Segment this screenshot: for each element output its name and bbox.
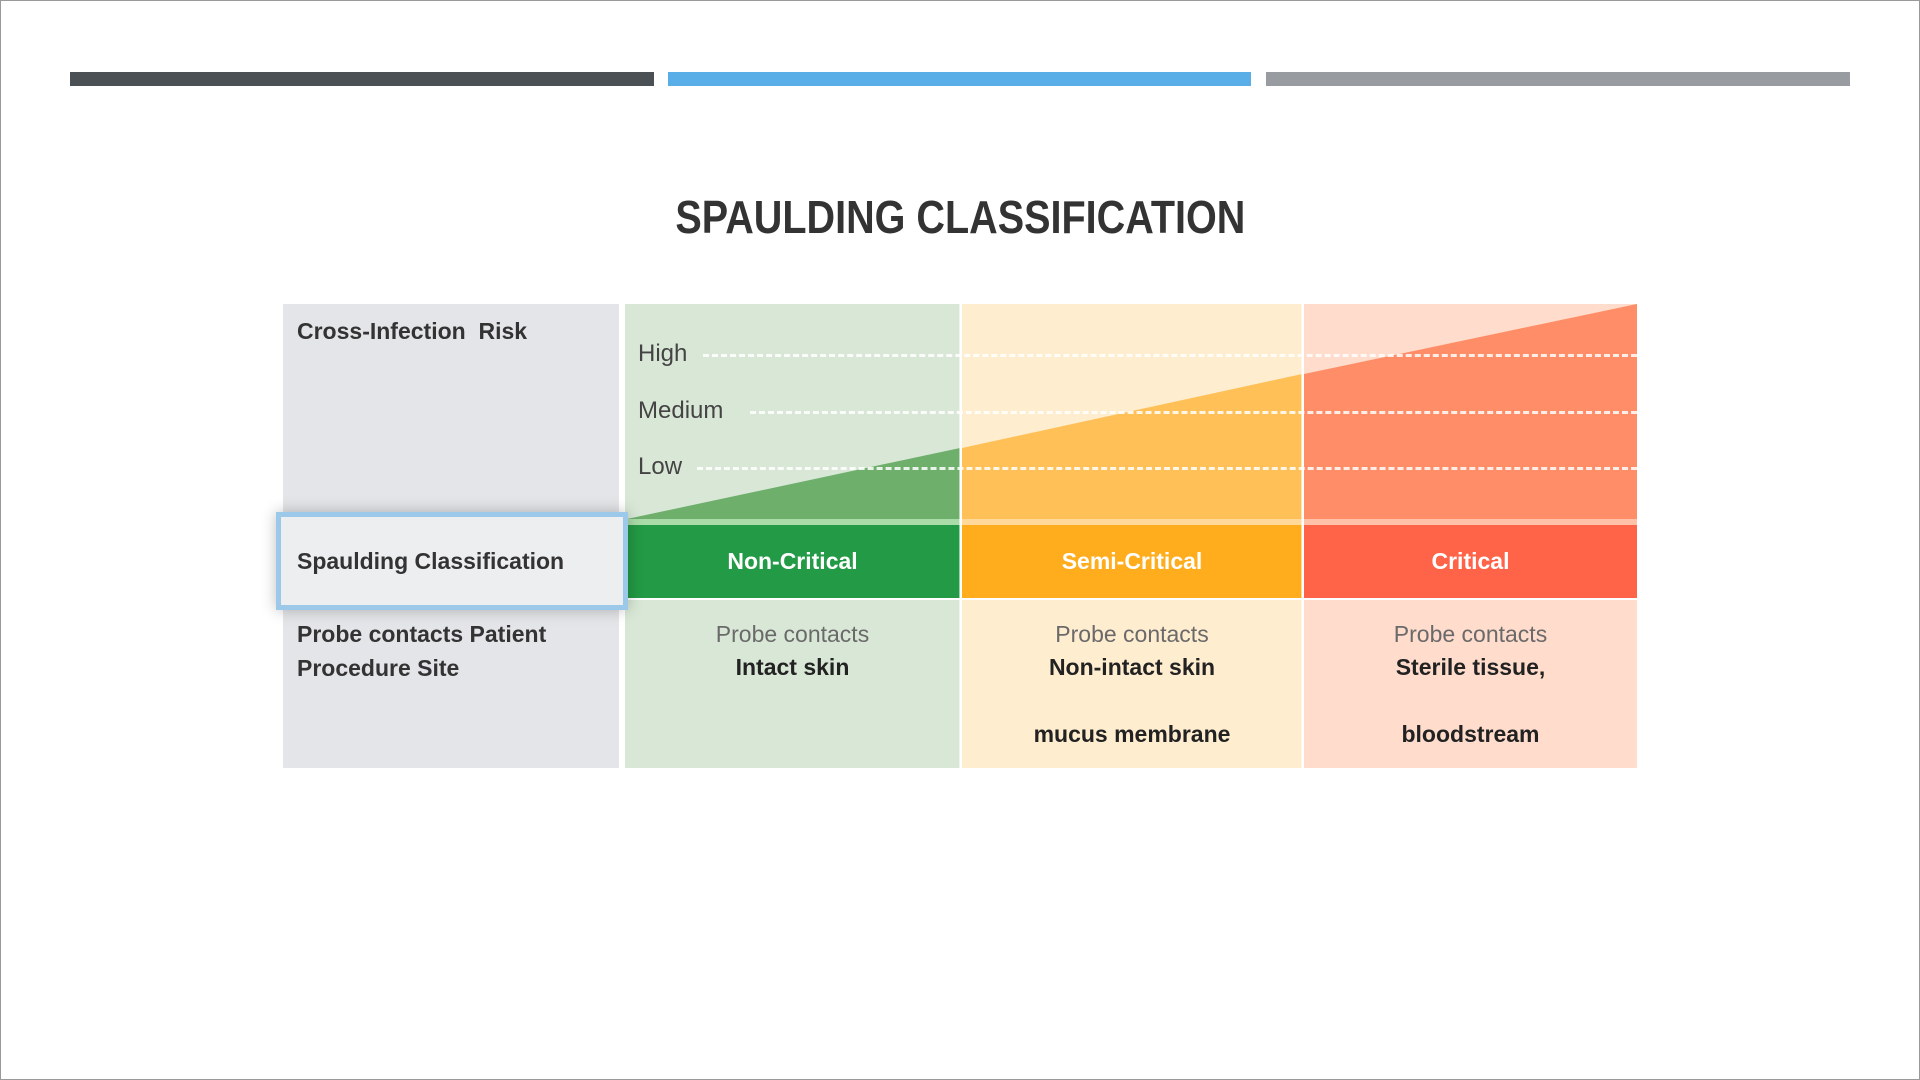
risk-level-medium: Medium — [638, 397, 724, 424]
contact-cell-semi-critical: Probe contacts Non-intact skin mucus mem… — [962, 600, 1302, 768]
progress-segment-1 — [70, 72, 654, 86]
class-header-semi-critical: Semi-Critical — [962, 525, 1302, 598]
spaulding-classification-label-highlighted[interactable]: Spaulding Classification — [276, 512, 628, 610]
separator-strip — [962, 519, 1302, 525]
column-divider — [959, 304, 962, 768]
class-header-critical: Critical — [1304, 525, 1637, 598]
separator-strip — [625, 519, 960, 525]
procedure-site-row-label: Probe contacts Patient Procedure Site — [297, 621, 547, 681]
separator-strip — [1304, 519, 1637, 525]
risk-level-high: High — [638, 340, 688, 367]
class-header-non-critical: Non-Critical — [625, 525, 960, 598]
column-divider — [1301, 304, 1304, 768]
risk-line-medium — [750, 411, 1637, 414]
progress-segment-3 — [1266, 72, 1850, 86]
contact-cell-critical: Probe contacts Sterile tissue, bloodstre… — [1304, 600, 1637, 768]
risk-row-label: Cross-Infection Risk — [297, 318, 528, 344]
risk-line-high — [703, 354, 1637, 357]
slide-title: SPAULDING CLASSIFICATION — [675, 191, 1245, 243]
contact-cell-non-critical: Probe contacts Intact skin — [625, 600, 960, 768]
progress-segment-2 — [668, 72, 1251, 86]
risk-line-low — [697, 467, 1637, 470]
risk-level-low: Low — [638, 453, 683, 480]
